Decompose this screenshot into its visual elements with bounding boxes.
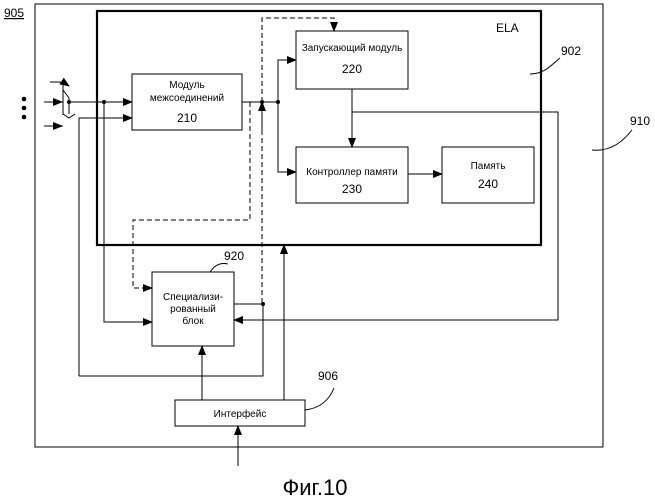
ela-ref-leader [530, 58, 560, 74]
special-ref-label: 920 [224, 249, 244, 263]
interconnect-line2: межсоединений [150, 93, 224, 104]
memctrl-line1: Контроллер памяти [306, 167, 397, 178]
outer-ref-label: 905 [4, 6, 24, 20]
interconnect-line1: Модуль [169, 80, 204, 91]
interface-ref-label: 906 [318, 369, 338, 383]
system-ref-label: 910 [630, 114, 650, 128]
special-line3: блок [182, 315, 204, 327]
memory-box [442, 147, 534, 203]
special-line1: Специализи- [163, 292, 223, 303]
memory-line1: Память [471, 161, 506, 172]
interface-line1: Интерфейс [214, 408, 267, 420]
trigger-num: 220 [342, 62, 362, 76]
special-ref-leader [210, 263, 228, 272]
trigger-line1: Запускающий модуль [302, 43, 403, 54]
system-ref-leader [592, 130, 632, 150]
special-line2: рованный [170, 304, 216, 315]
interconnect-num: 210 [177, 111, 197, 125]
trigger-module-box [296, 31, 408, 89]
ela-ref-label: 902 [561, 44, 581, 58]
ellipsis-dots [22, 97, 27, 120]
ela-title: ELA [496, 21, 519, 35]
interface-ref-leader [305, 388, 334, 410]
input-bus [44, 82, 132, 126]
memory-num: 240 [478, 177, 498, 191]
figure-caption: Фиг.10 [283, 475, 348, 500]
connections [79, 60, 558, 466]
memctrl-num: 230 [342, 182, 362, 196]
bus-junction-dot [67, 100, 71, 104]
